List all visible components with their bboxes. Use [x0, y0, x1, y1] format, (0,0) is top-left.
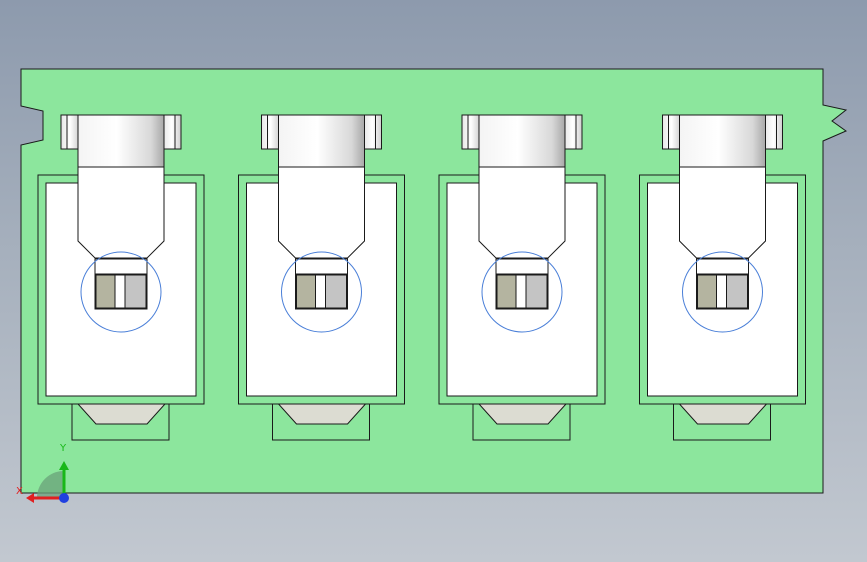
cap-right — [162, 114, 182, 150]
connector-4[interactable] — [639, 114, 806, 441]
terminal-pin-right — [525, 274, 548, 309]
latch-tab — [76, 403, 167, 425]
latch-tab — [678, 403, 768, 425]
terminal-pin-left — [95, 274, 116, 309]
pin-hole-circle — [80, 251, 162, 333]
terminal-gap — [114, 274, 126, 309]
cap-right — [764, 114, 783, 150]
terminal-pin-left — [296, 274, 316, 309]
x-axis-arrow — [26, 493, 34, 503]
connector-1[interactable] — [37, 114, 205, 441]
cylinder — [278, 114, 365, 168]
cylinder — [77, 114, 165, 168]
cap-left — [662, 114, 681, 150]
cap-left — [461, 114, 481, 150]
coordinate-triad — [26, 461, 69, 503]
cap-left — [60, 114, 80, 150]
y-axis-label: Y — [60, 443, 67, 454]
funnel-neck — [478, 166, 566, 259]
cylinder — [679, 114, 766, 168]
pin-hole-circle — [281, 251, 362, 333]
triad-arc — [37, 471, 64, 498]
cylinder — [478, 114, 566, 168]
terminal-gap — [716, 274, 727, 309]
latch-tab — [277, 403, 367, 425]
z-axis-dot — [59, 493, 69, 503]
funnel-neck — [278, 166, 365, 259]
y-axis-arrow — [59, 461, 69, 470]
x-axis-label: X — [16, 486, 23, 497]
pin-hole-circle — [481, 251, 563, 333]
connector-group — [37, 114, 806, 441]
terminal-gap — [515, 274, 527, 309]
cap-right — [363, 114, 382, 150]
terminal-pin-right — [124, 274, 147, 309]
connector-2[interactable] — [238, 114, 405, 441]
cap-left — [261, 114, 280, 150]
connector-3[interactable] — [438, 114, 606, 441]
terminal-pin-right — [726, 274, 748, 309]
funnel-neck — [679, 166, 766, 259]
terminal-pin-left — [697, 274, 717, 309]
terminal-gap — [315, 274, 326, 309]
cap-right — [563, 114, 583, 150]
funnel-neck — [77, 166, 165, 259]
terminal-pin-right — [325, 274, 347, 309]
pin-hole-circle — [682, 251, 763, 333]
terminal-pin-left — [496, 274, 517, 309]
latch-tab — [477, 403, 568, 425]
